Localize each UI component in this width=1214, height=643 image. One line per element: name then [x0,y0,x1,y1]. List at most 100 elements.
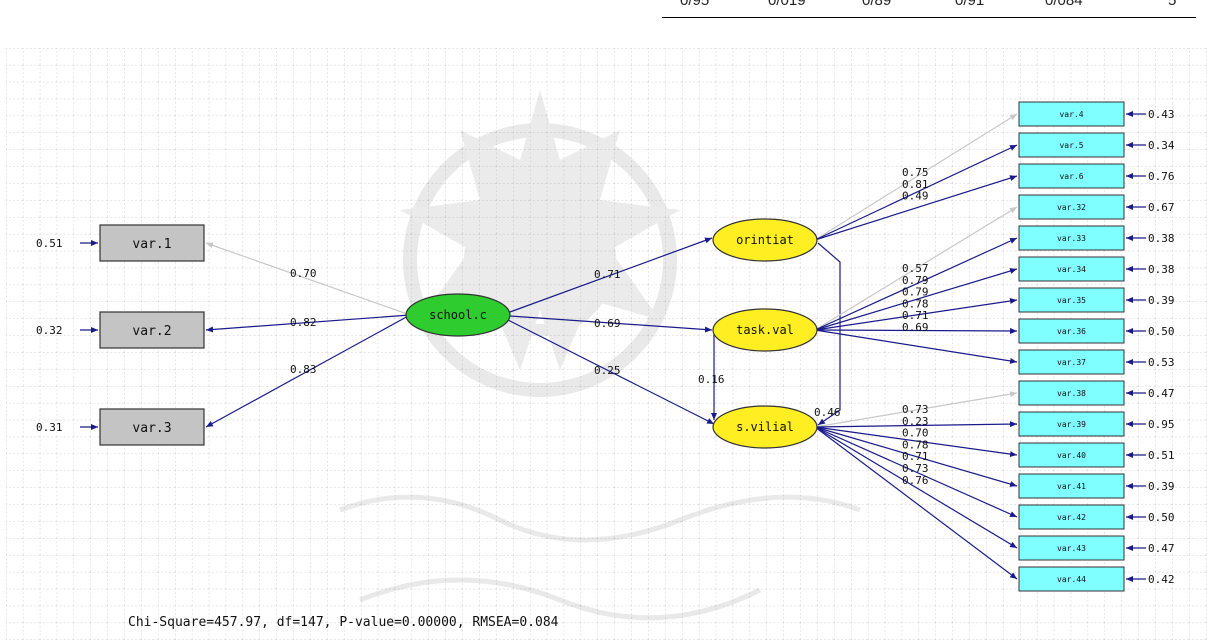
loading-path [205,314,411,333]
table-cell: 0/95 [680,0,710,9]
loading-value: 0.73 [902,462,929,475]
loading-path [814,391,1018,428]
table-cell: 0/019 [768,0,806,9]
table-cell: 5 [1168,0,1177,9]
indicator-label: var.6 [1059,172,1083,181]
table-rule [662,17,1196,18]
loading-path [814,426,1018,518]
error-arrowhead [1126,514,1133,520]
error-arrowhead [1126,545,1133,551]
error-arrowhead [1126,390,1133,396]
path-school-svil [507,319,715,425]
coef-orint-svil: 0.46 [814,406,841,419]
error-variance: 0.42 [1148,573,1175,586]
loading-path [205,314,411,428]
coef-school-svil: 0.25 [594,364,621,377]
error-variance: 0.32 [36,324,63,337]
fit-statistics: Chi-Square=457.97, df=147, P-value=0.000… [128,615,559,630]
loading-value: 0.73 [902,403,929,416]
loading-path [814,144,1018,241]
loading-path [814,426,1018,549]
indicator-box-var.43 [1018,535,1125,561]
loading-path [814,268,1018,331]
coef-school-orint: 0.71 [594,268,621,281]
indicator-box-var.36 [1018,318,1125,344]
loading-value: 0.82 [290,316,317,329]
indicator-label: var.3 [132,421,171,436]
loading-path [814,298,1018,331]
error-variance: 0.51 [1148,449,1175,462]
top-table-strip: 0/95 0/019 0/89 0/91 0/084 5 [0,0,1214,18]
error-variance: 0.38 [1148,263,1175,276]
error-variance: 0.50 [1148,325,1175,338]
error-variance: 0.76 [1148,170,1175,183]
error-variance: 0.50 [1148,511,1175,524]
loading-path [814,426,1018,580]
loading-value: 0.49 [902,190,929,203]
indicator-label: var.32 [1057,203,1086,212]
loading-path [814,206,1018,331]
path-school-task [509,315,713,333]
latent-task [712,308,818,352]
indicator-label: var.35 [1057,296,1086,305]
loading-path [205,242,411,316]
error-variance: 0.47 [1148,387,1175,400]
indicator-label: var.42 [1057,513,1086,522]
indicator-label: var.40 [1057,451,1086,460]
indicator-label: var.38 [1057,389,1086,398]
loading-path [814,113,1018,241]
indicator-box-var.35 [1018,287,1125,313]
error-variance: 0.95 [1148,418,1175,431]
loading-value: 0.69 [902,321,929,334]
indicator-box-var.42 [1018,504,1125,530]
coef-task-svil: 0.16 [698,373,725,386]
error-arrowhead [91,327,98,333]
latent-label: orintiat [736,233,794,247]
indicator-box-var.44 [1018,566,1125,592]
loading-path [814,426,1018,487]
loading-path [814,421,1018,428]
indicator-box-var.40 [1018,442,1125,468]
loading-value: 0.79 [902,274,929,287]
indicator-box-var.5 [1018,132,1125,158]
error-arrowhead [1126,576,1133,582]
indicator-label: var.37 [1057,358,1086,367]
indicator-box-var.1 [99,224,205,262]
error-arrowhead [1126,111,1133,117]
latent-svil [712,405,818,449]
loading-value: 0.71 [902,450,929,463]
loading-value: 0.81 [902,178,929,191]
table-cell: 0/89 [862,0,892,9]
indicator-box-var.32 [1018,194,1125,220]
loading-value: 0.76 [902,474,929,487]
loading-path [814,237,1018,331]
indicator-box-var.33 [1018,225,1125,251]
error-variance: 0.34 [1148,139,1175,152]
error-arrowhead [1126,421,1133,427]
latent-label: task.val [736,323,794,337]
loading-value: 0.57 [902,262,929,275]
indicator-box-var.39 [1018,411,1125,437]
indicator-box-var.6 [1018,163,1125,189]
loading-value: 0.78 [902,438,929,451]
indicator-label: var.43 [1057,544,1086,553]
error-arrowhead [1126,204,1133,210]
error-variance: 0.67 [1148,201,1175,214]
error-arrowhead [1126,297,1133,303]
path-school-orint [509,237,713,313]
loading-path [814,175,1018,241]
indicator-label: var.44 [1057,575,1086,584]
indicator-box-var.3 [99,408,205,446]
error-arrowhead [1126,328,1133,334]
loading-value: 0.75 [902,166,929,179]
error-arrowhead [1126,142,1133,148]
indicator-label: var.2 [132,324,171,339]
indicator-label: var.4 [1059,110,1083,119]
error-variance: 0.47 [1148,542,1175,555]
loading-value: 0.83 [290,363,317,376]
indicator-label: var.36 [1057,327,1086,336]
loading-value: 0.23 [902,415,929,428]
loading-value: 0.71 [902,309,929,322]
coef-school-task: 0.69 [594,317,621,330]
